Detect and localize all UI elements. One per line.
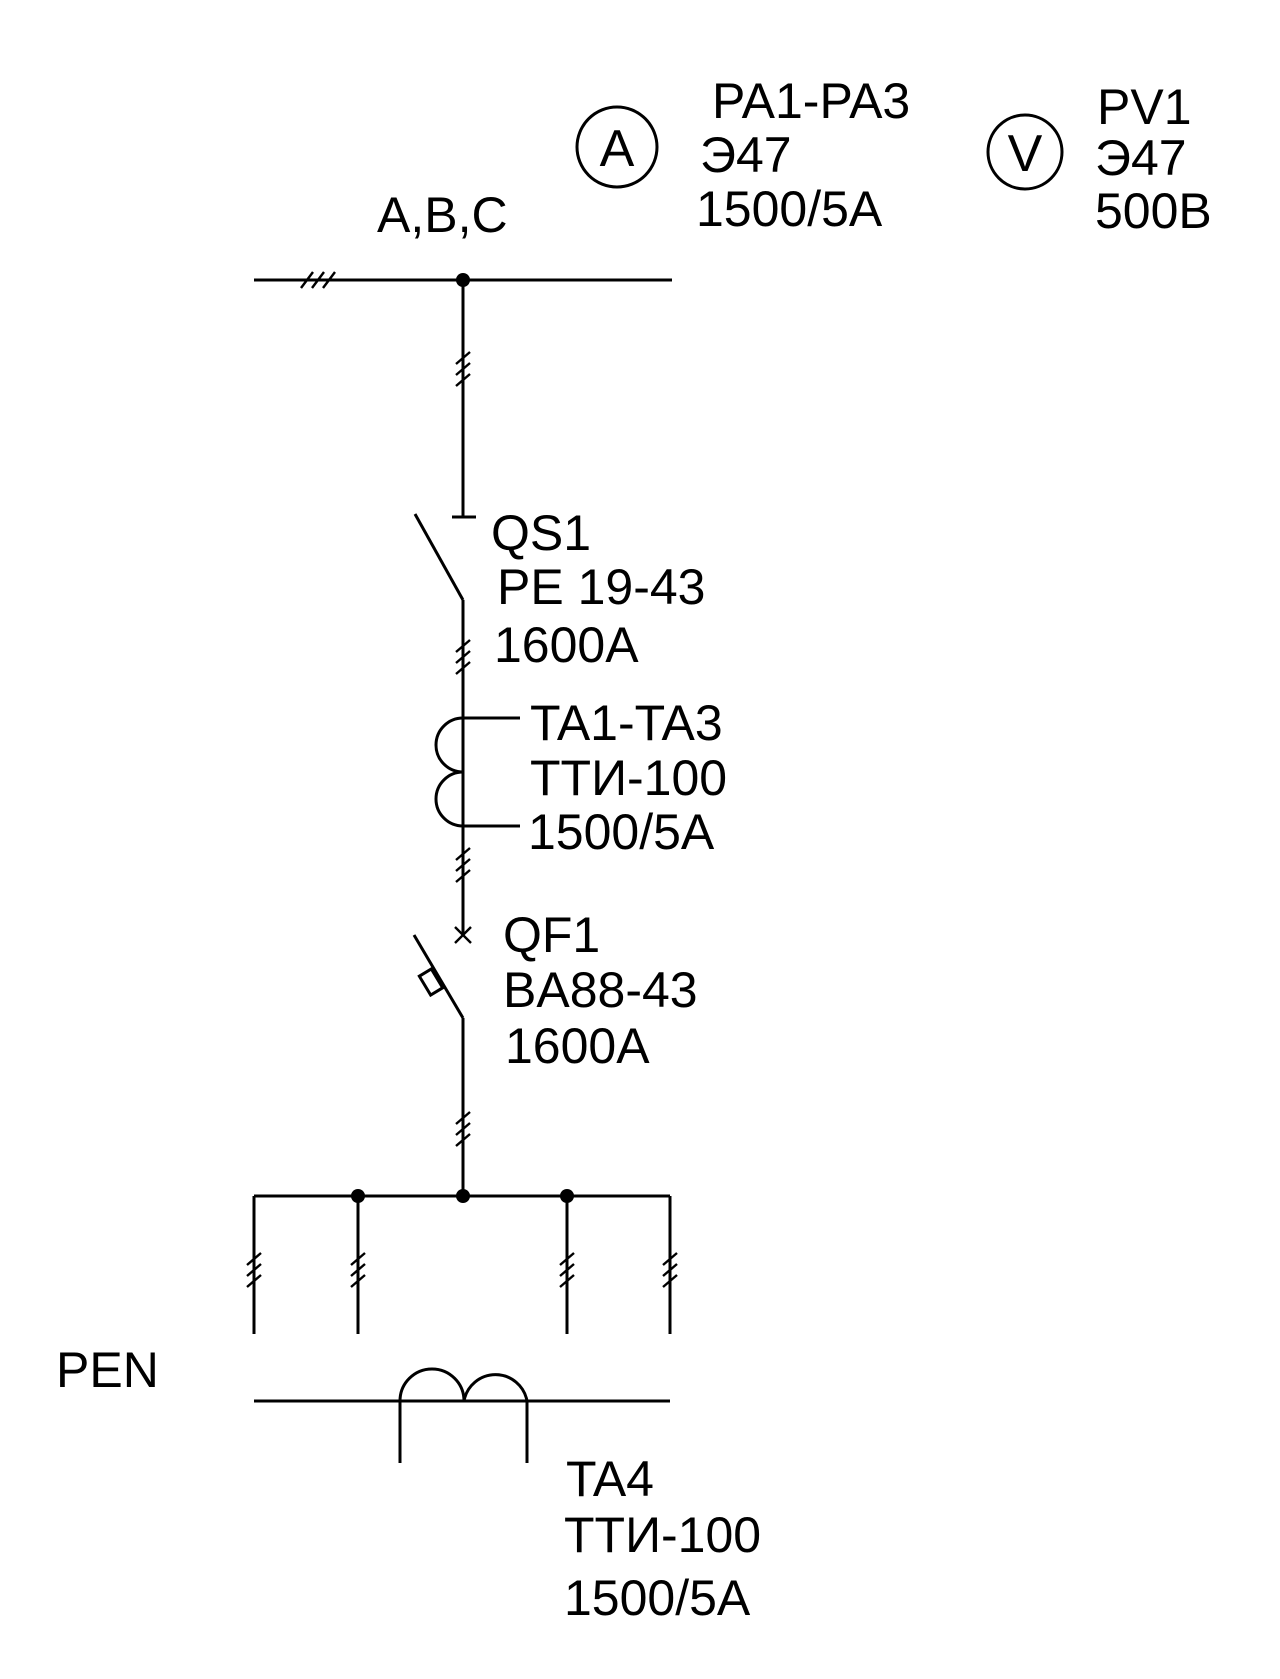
voltmeter-type: Э47	[1095, 130, 1187, 186]
qs1-rating: 1600A	[494, 617, 639, 673]
qf1-blade	[412, 934, 465, 1019]
busbar: A,B,C	[254, 187, 672, 289]
busbar-phases-label: A,B,C	[377, 187, 508, 243]
ta4-type: ТТИ-100	[564, 1507, 761, 1563]
current-transformer-ta1-ta3: TA1-TA3 ТТИ-100 1500/5A	[434, 695, 727, 883]
voltmeter-circle	[986, 113, 1064, 191]
voltmeter-designation: PV1	[1097, 79, 1192, 135]
ammeter-designation: PA1-PA3	[712, 73, 910, 129]
feeder-upper	[455, 280, 471, 517]
output-bus	[246, 1189, 678, 1334]
circuit-breaker-qf1: QF1 BA88-43 1600A	[412, 907, 698, 1196]
voltmeter-symbol: V	[1008, 125, 1043, 183]
qf1-rating: 1600A	[505, 1018, 650, 1074]
ammeter: A PA1-PA3 Э47 1500/5A	[575, 73, 910, 237]
ta1-ta3-type: ТТИ-100	[530, 750, 727, 806]
ammeter-rating: 1500/5A	[696, 181, 883, 237]
ammeter-type: Э47	[700, 127, 792, 183]
output-junction-2	[456, 1189, 470, 1203]
ammeter-symbol: A	[600, 120, 635, 178]
pen-conductor: PEN	[56, 1342, 670, 1403]
ct-upper-winding	[434, 716, 464, 774]
output-feeder-2	[350, 1196, 366, 1334]
three-phase-ticks-qs1	[455, 639, 471, 675]
ta1-ta3-designation: TA1-TA3	[530, 695, 723, 751]
output-feeder-1	[246, 1196, 262, 1334]
pen-label: PEN	[56, 1342, 159, 1398]
three-phase-ticks-qf1	[455, 1111, 471, 1147]
disconnector-qs1: QS1 PE 19-43 1600A	[413, 505, 705, 934]
qf1-release-box	[417, 966, 445, 998]
ta4-designation: TA4	[566, 1451, 654, 1507]
qf1-designation: QF1	[503, 907, 600, 963]
current-transformer-ta4: TA4 ТТИ-100 1500/5A	[398, 1367, 761, 1626]
output-feeder-4	[662, 1196, 678, 1334]
ta4-left-winding	[398, 1367, 466, 1402]
qs1-designation: QS1	[491, 505, 591, 561]
ta4-rating: 1500/5A	[564, 1570, 751, 1626]
three-phase-ticks-ct	[455, 847, 471, 883]
qs1-type: PE 19-43	[497, 559, 705, 615]
voltmeter: V PV1 Э47 500B	[986, 79, 1212, 239]
three-phase-ticks-upper	[455, 351, 471, 387]
ta4-right-winding	[462, 1373, 529, 1402]
ct-lower-winding	[434, 770, 464, 828]
output-feeder-3	[559, 1196, 575, 1334]
qf1-cross-contact	[454, 926, 472, 944]
busbar-three-phase-ticks	[300, 271, 336, 289]
qf1-type: BA88-43	[503, 962, 698, 1018]
ammeter-circle	[575, 105, 659, 189]
qs1-blade	[413, 513, 465, 601]
voltmeter-rating: 500B	[1095, 183, 1212, 239]
ta1-ta3-rating: 1500/5A	[528, 804, 715, 860]
